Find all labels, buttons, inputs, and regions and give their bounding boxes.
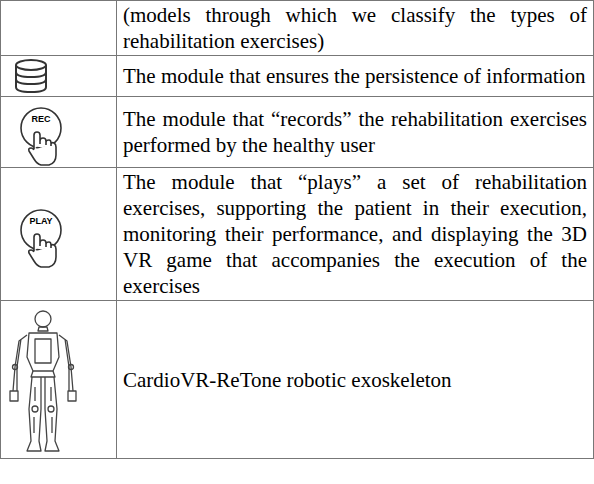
description-text: (models through which we classify the ty… xyxy=(123,2,587,54)
icon-label: PLAY xyxy=(26,216,56,226)
description-text: The module that ensures the persistence … xyxy=(123,63,587,89)
description-cell: (models through which we classify the ty… xyxy=(117,1,594,56)
description-cell: The module that “plays” a set of rehabil… xyxy=(117,168,594,301)
icon: PLAY xyxy=(1,199,116,269)
db-symbol xyxy=(1,56,116,96)
icon-cell: PLAY xyxy=(1,168,117,301)
description-cell: The module that “records” the rehabilita… xyxy=(117,97,594,168)
icon: REC xyxy=(1,97,116,167)
icon-cell xyxy=(1,1,117,56)
icon-cell: REC xyxy=(1,97,117,168)
icon-cell xyxy=(1,56,117,97)
icon xyxy=(1,56,116,96)
description-text: The module that “records” the rehabilita… xyxy=(123,106,587,158)
description-cell: The module that ensures the persistence … xyxy=(117,56,594,97)
exo-symbol xyxy=(1,305,116,455)
description-cell: CardioVR-ReTone robotic exoskeleton xyxy=(117,301,594,459)
description-text: CardioVR-ReTone robotic exoskeleton xyxy=(123,367,587,393)
rec-symbol xyxy=(1,97,116,167)
play-symbol xyxy=(1,199,116,269)
icon-cell xyxy=(1,301,117,459)
legend-table: (models through which we classify the ty… xyxy=(0,0,594,459)
icon-label: REC xyxy=(26,114,56,124)
icon xyxy=(1,305,116,455)
description-text: The module that “plays” a set of rehabil… xyxy=(123,169,587,299)
